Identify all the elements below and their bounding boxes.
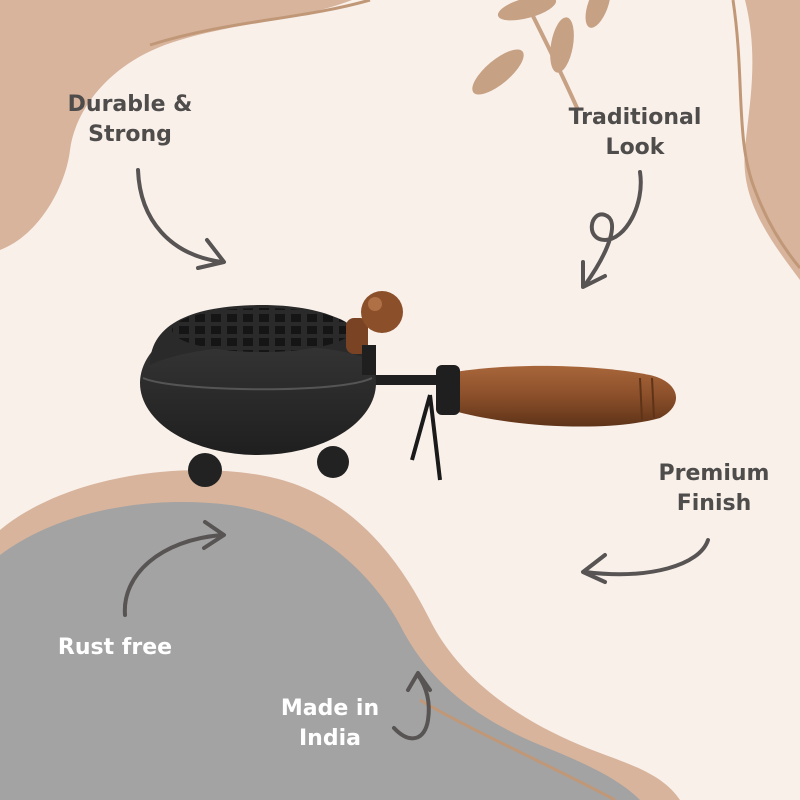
foot-right bbox=[317, 446, 349, 478]
arrow-rust bbox=[122, 520, 226, 617]
feature-india-label: Made in India bbox=[280, 696, 380, 751]
handle-ferrule bbox=[436, 365, 460, 415]
grey-hill bbox=[0, 502, 640, 800]
wooden-handle bbox=[455, 365, 677, 427]
accent-line-top bbox=[149, 0, 371, 47]
foot-left bbox=[188, 453, 222, 487]
accent-line-right bbox=[731, 0, 800, 269]
connecting-rod bbox=[368, 375, 458, 385]
feature-traditional-label: Traditional Look bbox=[568, 105, 702, 160]
feature-rust-label: Rust free bbox=[57, 635, 173, 660]
lid-grille bbox=[172, 308, 352, 352]
tan-blob-top-left bbox=[0, 0, 352, 250]
feature-premium-label: Premium Finish bbox=[658, 461, 770, 516]
arrow-premium bbox=[581, 538, 710, 584]
arrow-india bbox=[392, 671, 432, 741]
feature-durable-label: Durable & Strong bbox=[67, 92, 193, 147]
tan-stripe-right bbox=[744, 0, 800, 280]
knob-ball bbox=[361, 291, 403, 333]
arrow-durable bbox=[136, 168, 226, 270]
stand-legs bbox=[410, 394, 442, 481]
leaf-branch bbox=[472, 0, 611, 111]
arrow-traditional bbox=[581, 170, 643, 289]
accent-line-bottom bbox=[419, 698, 616, 800]
